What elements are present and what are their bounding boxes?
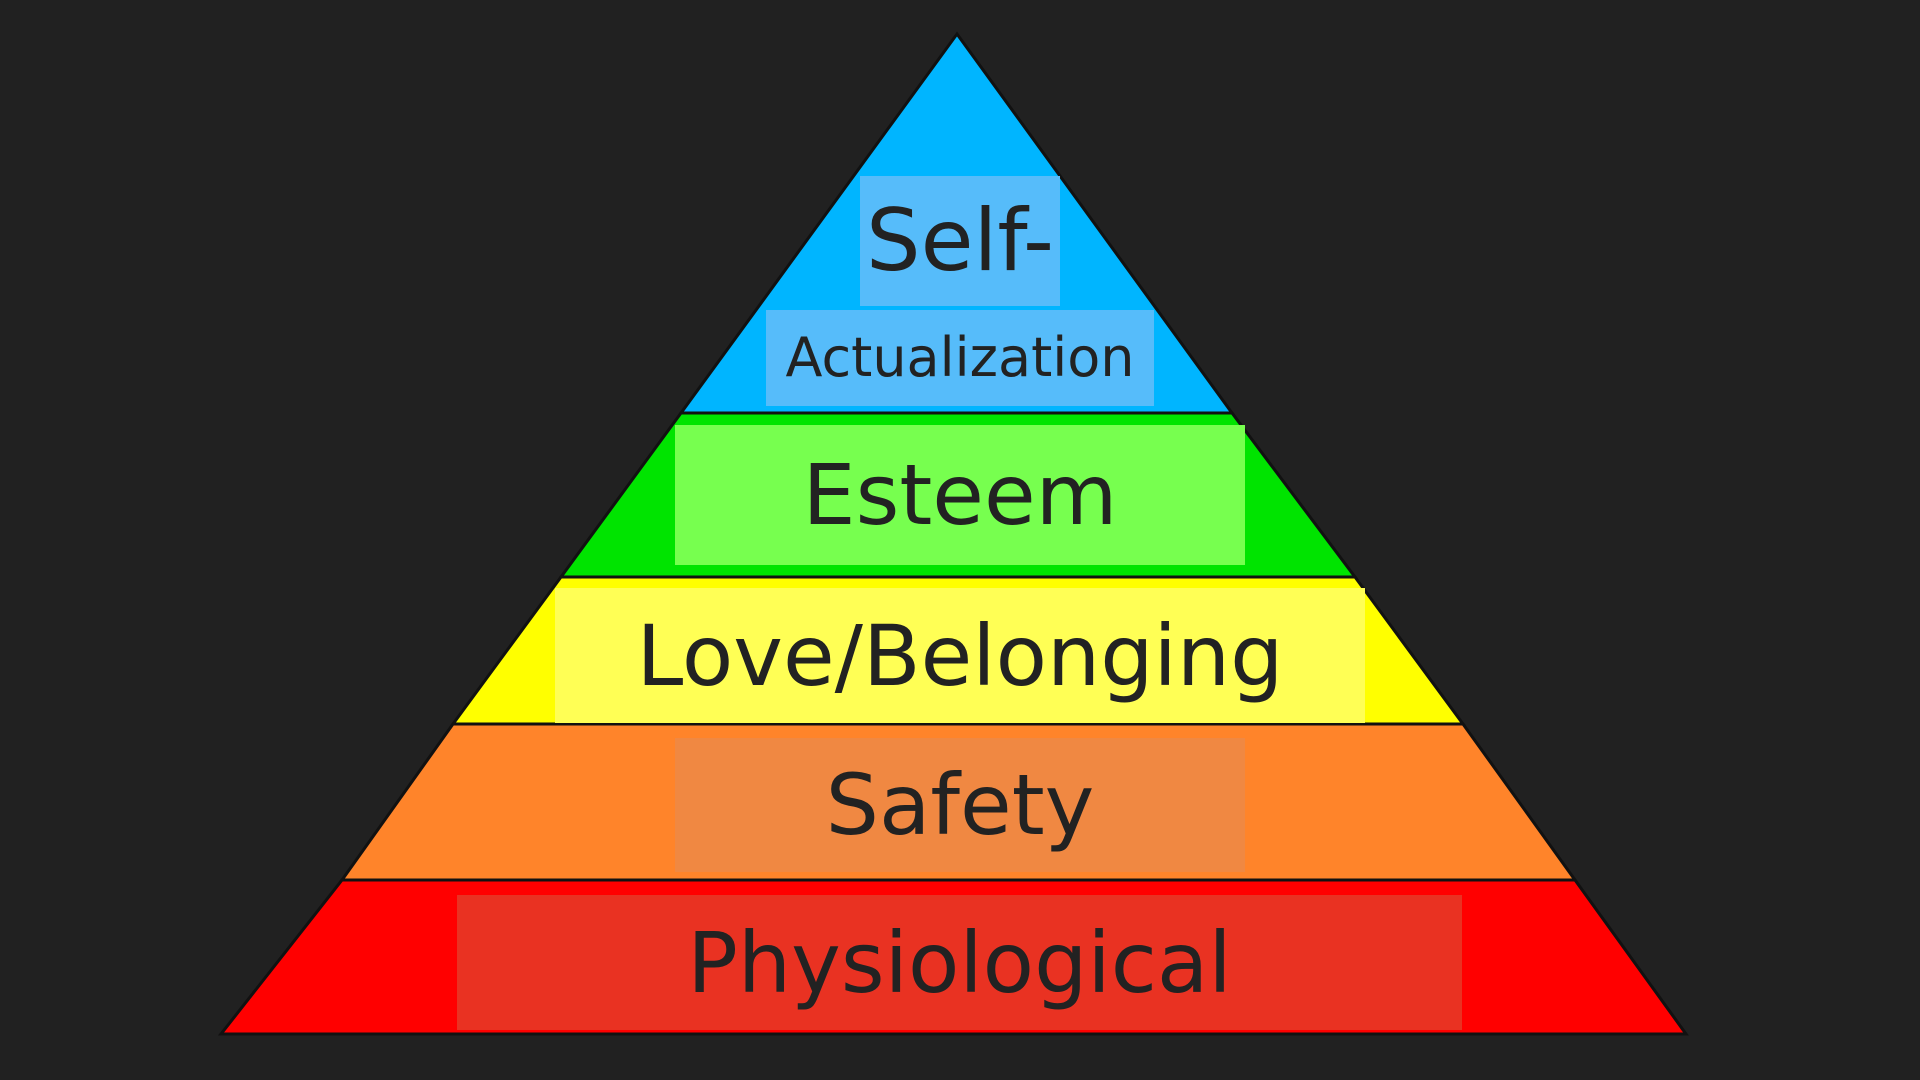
safety-label: Safety	[675, 738, 1245, 872]
esteem-label-text: Esteem	[802, 446, 1118, 544]
physiological-label: Physiological	[457, 895, 1462, 1030]
physiological-label-text: Physiological	[687, 913, 1232, 1012]
love-belonging-label-text: Love/Belonging	[636, 606, 1284, 705]
love-belonging-label: Love/Belonging	[555, 588, 1365, 723]
tier-self-actualization	[678, 31, 1235, 415]
esteem-label: Esteem	[675, 425, 1245, 565]
safety-label-text: Safety	[825, 756, 1095, 854]
